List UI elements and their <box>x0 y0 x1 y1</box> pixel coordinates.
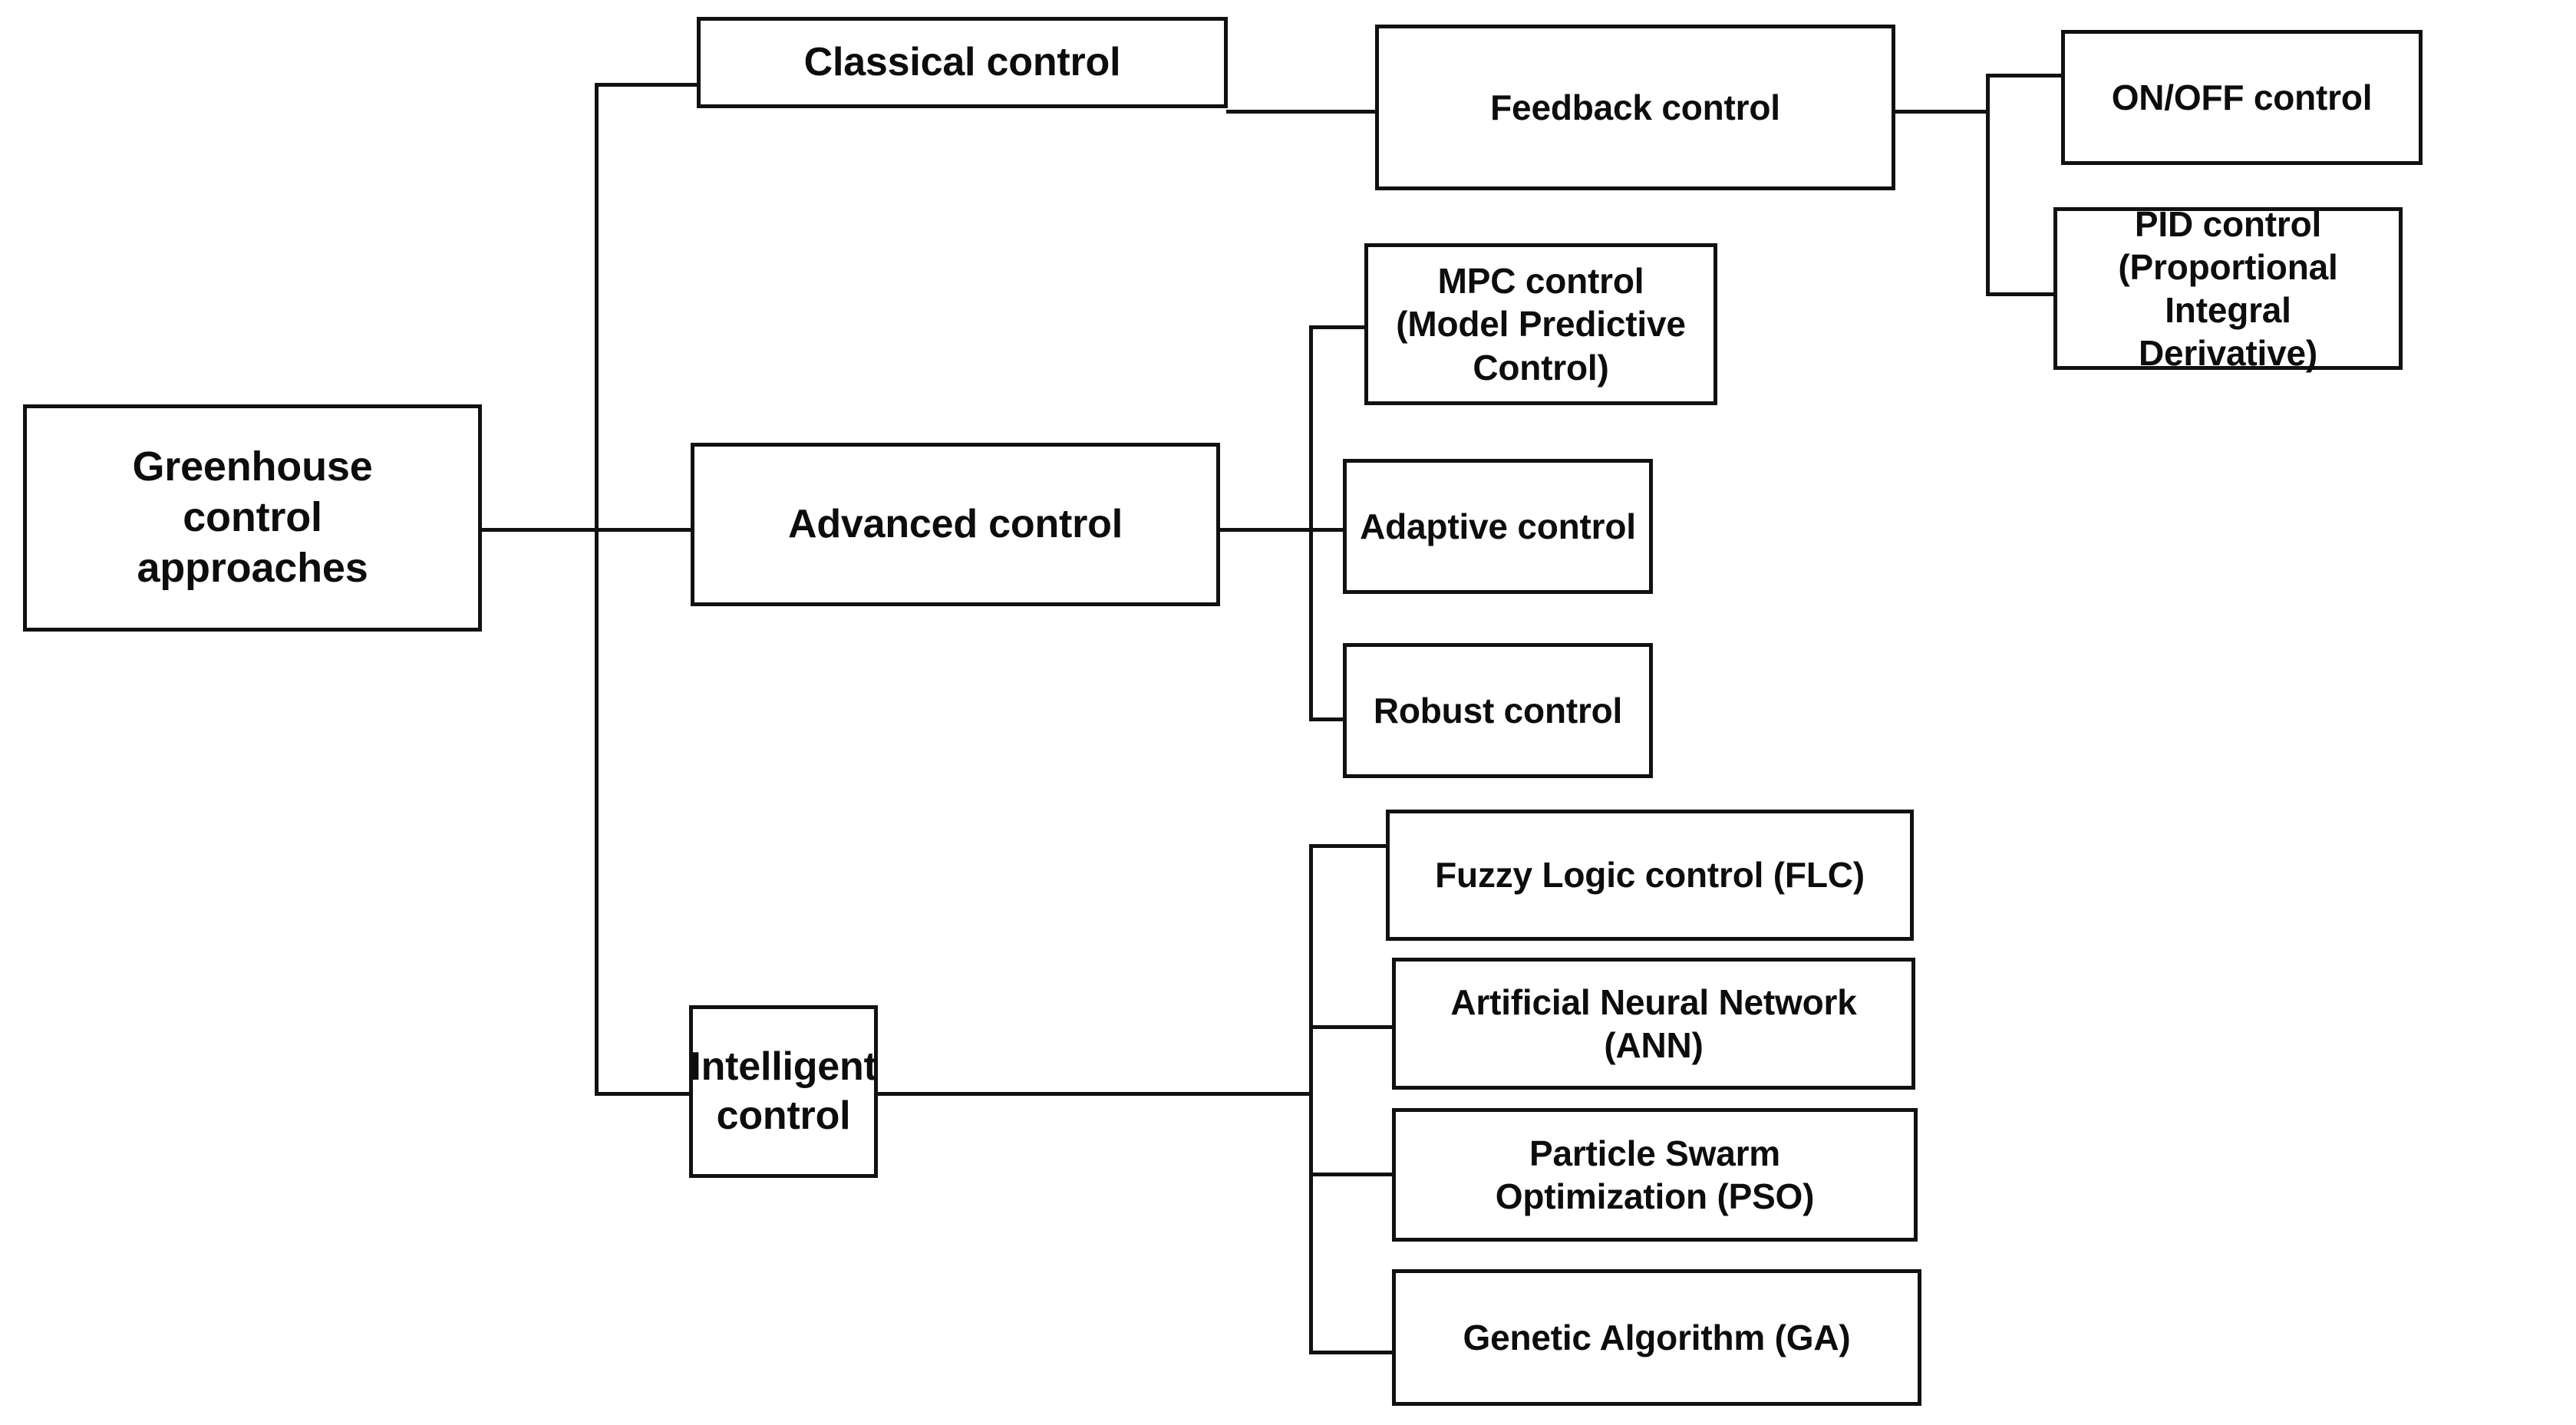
node-on-off-control[interactable]: ON/OFF control <box>2061 30 2423 165</box>
connector-spine-to-adaptive <box>1309 528 1346 532</box>
node-advanced-control[interactable]: Advanced control <box>691 443 1220 606</box>
node-feedback-control[interactable]: Feedback control <box>1375 25 1895 190</box>
connector-feedback-spine <box>1986 74 1990 296</box>
node-label: Feedback control <box>1490 87 1780 127</box>
connector-spine-to-onoff <box>1986 74 2063 78</box>
connector-advanced-spine <box>1309 325 1313 721</box>
node-label: ON/OFF control <box>2111 77 2373 117</box>
connector-trunk-to-classical <box>595 83 698 87</box>
node-label: Genetic Algorithm (GA) <box>1463 1317 1851 1357</box>
connector-root-to-trunk <box>482 528 597 532</box>
connector-spine-to-mpc <box>1309 325 1367 329</box>
node-label: Particle Swarm Optimization (PSO) <box>1495 1133 1815 1216</box>
connector-spine-to-ga <box>1309 1351 1395 1354</box>
node-particle-swarm-optimization[interactable]: Particle Swarm Optimization (PSO) <box>1392 1108 1918 1242</box>
connector-trunk-to-intelligent <box>595 1092 702 1096</box>
node-intelligent-control[interactable]: Intelligent control <box>689 1005 878 1178</box>
node-pid-control[interactable]: PID control (Proportional Integral Deriv… <box>2053 204 2403 373</box>
node-greenhouse-control-approaches[interactable]: Greenhouse control approaches <box>23 404 482 632</box>
node-label: Advanced control <box>788 501 1123 546</box>
node-label: Artificial Neural Network (ANN) <box>1450 981 1857 1065</box>
connector-advanced-to-spine <box>1217 528 1312 532</box>
connector-spine-to-ann <box>1309 1025 1395 1029</box>
connector-intelligent-spine <box>1309 844 1313 1354</box>
connector-trunk-vertical <box>595 83 599 1096</box>
node-label: Greenhouse control approaches <box>132 444 373 591</box>
node-label: Fuzzy Logic control (FLC) <box>1435 855 1865 896</box>
connector-intelligent-to-spine <box>876 1092 1312 1096</box>
connector-spine-to-flc <box>1309 844 1390 848</box>
node-adaptive-control[interactable]: Adaptive control <box>1343 459 1653 594</box>
connector-spine-to-robust <box>1309 717 1346 721</box>
connector-feedback-to-spine <box>1892 110 1988 114</box>
node-label: Intelligent control <box>690 1044 877 1138</box>
node-label: PID control (Proportional Integral Deriv… <box>2118 203 2338 374</box>
node-fuzzy-logic-control[interactable]: Fuzzy Logic control (FLC) <box>1386 810 1914 941</box>
node-artificial-neural-network[interactable]: Artificial Neural Network (ANN) <box>1392 958 1915 1090</box>
connector-spine-to-pso <box>1309 1173 1395 1176</box>
node-genetic-algorithm[interactable]: Genetic Algorithm (GA) <box>1392 1269 1921 1406</box>
node-label: Robust control <box>1373 690 1623 731</box>
connector-spine-to-pid <box>1986 292 2055 296</box>
node-label: Classical control <box>803 39 1121 84</box>
connector-trunk-to-advanced <box>595 528 702 532</box>
connector-classical-to-feedback <box>1226 110 1378 114</box>
node-mpc-control[interactable]: MPC control (Model Predictive Control) <box>1364 243 1717 405</box>
node-classical-control[interactable]: Classical control <box>697 17 1228 108</box>
node-label: Adaptive control <box>1360 506 1636 546</box>
node-label: MPC control (Model Predictive Control) <box>1396 261 1686 388</box>
node-robust-control[interactable]: Robust control <box>1343 643 1653 778</box>
